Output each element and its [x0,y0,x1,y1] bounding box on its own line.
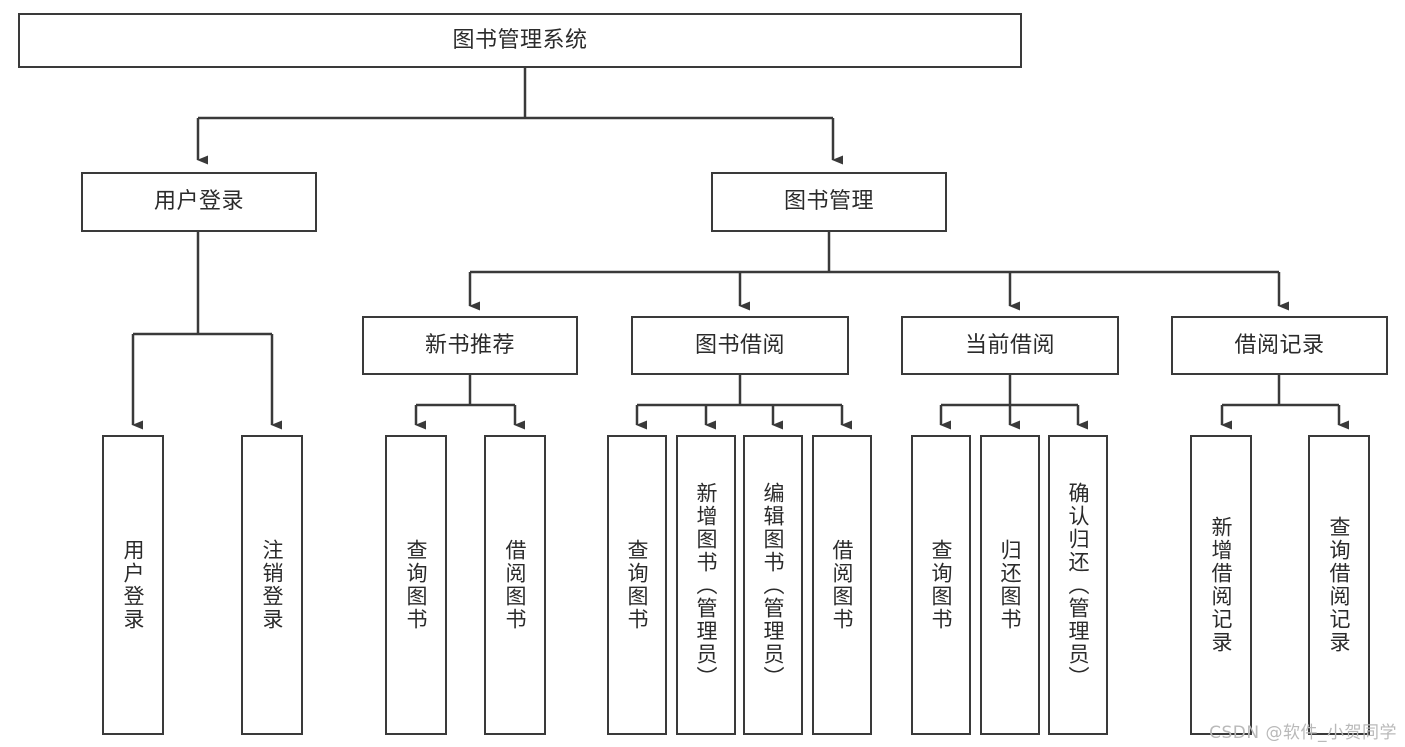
leaf-query-borrow-record[interactable]: 查询借阅记录 [1308,435,1370,735]
leaf-user-login[interactable]: 用户登录 [102,435,164,735]
leaf-edit-book-admin-label: 编辑图书（管理员） [761,481,786,689]
leaf-query-books-borrow-label: 查询图书 [625,539,650,631]
leaf-add-borrow-record[interactable]: 新增借阅记录 [1190,435,1252,735]
leaf-confirm-return-admin[interactable]: 确认归还（管理员） [1048,435,1108,735]
watermark: CSDN @软件_小贺同学 [1209,723,1397,743]
node-new-book-recommend[interactable]: 新书推荐 [362,316,578,375]
node-root[interactable]: 图书管理系统 [18,13,1022,68]
leaf-query-books-recommend[interactable]: 查询图书 [385,435,447,735]
leaf-query-borrow-record-label: 查询借阅记录 [1327,516,1352,654]
leaf-return-books-label: 归还图书 [998,539,1023,631]
leaf-user-login-label: 用户登录 [121,539,146,631]
leaf-borrow-books-recommend[interactable]: 借阅图书 [484,435,546,735]
leaf-confirm-return-admin-label: 确认归还（管理员） [1066,481,1091,689]
leaf-query-books-current-label: 查询图书 [929,539,954,631]
node-book-borrow-label: 图书借阅 [694,332,785,358]
node-user-login-label: 用户登录 [153,189,244,215]
leaf-edit-book-admin[interactable]: 编辑图书（管理员） [743,435,803,735]
node-borrow-records[interactable]: 借阅记录 [1171,316,1388,375]
node-book-management[interactable]: 图书管理 [711,172,947,232]
leaf-logout-label: 注销登录 [260,539,285,631]
node-current-borrow[interactable]: 当前借阅 [901,316,1119,375]
leaf-borrow-books-recommend-label: 借阅图书 [503,539,528,631]
leaf-query-books-borrow[interactable]: 查询图书 [607,435,667,735]
leaf-borrow-books-label: 借阅图书 [830,539,855,631]
leaf-add-borrow-record-label: 新增借阅记录 [1209,516,1234,654]
node-user-login[interactable]: 用户登录 [81,172,317,232]
leaf-borrow-books[interactable]: 借阅图书 [812,435,872,735]
node-borrow-records-label: 借阅记录 [1234,332,1325,358]
leaf-logout[interactable]: 注销登录 [241,435,303,735]
node-current-borrow-label: 当前借阅 [964,332,1055,358]
leaf-add-book-admin[interactable]: 新增图书（管理员） [676,435,736,735]
node-book-borrow[interactable]: 图书借阅 [631,316,849,375]
node-new-book-recommend-label: 新书推荐 [424,332,515,358]
node-book-management-label: 图书管理 [783,189,874,215]
node-root-label: 图书管理系统 [452,27,588,53]
leaf-return-books[interactable]: 归还图书 [980,435,1040,735]
leaf-add-book-admin-label: 新增图书（管理员） [694,481,719,689]
leaf-query-books-current[interactable]: 查询图书 [911,435,971,735]
leaf-query-books-recommend-label: 查询图书 [404,539,429,631]
